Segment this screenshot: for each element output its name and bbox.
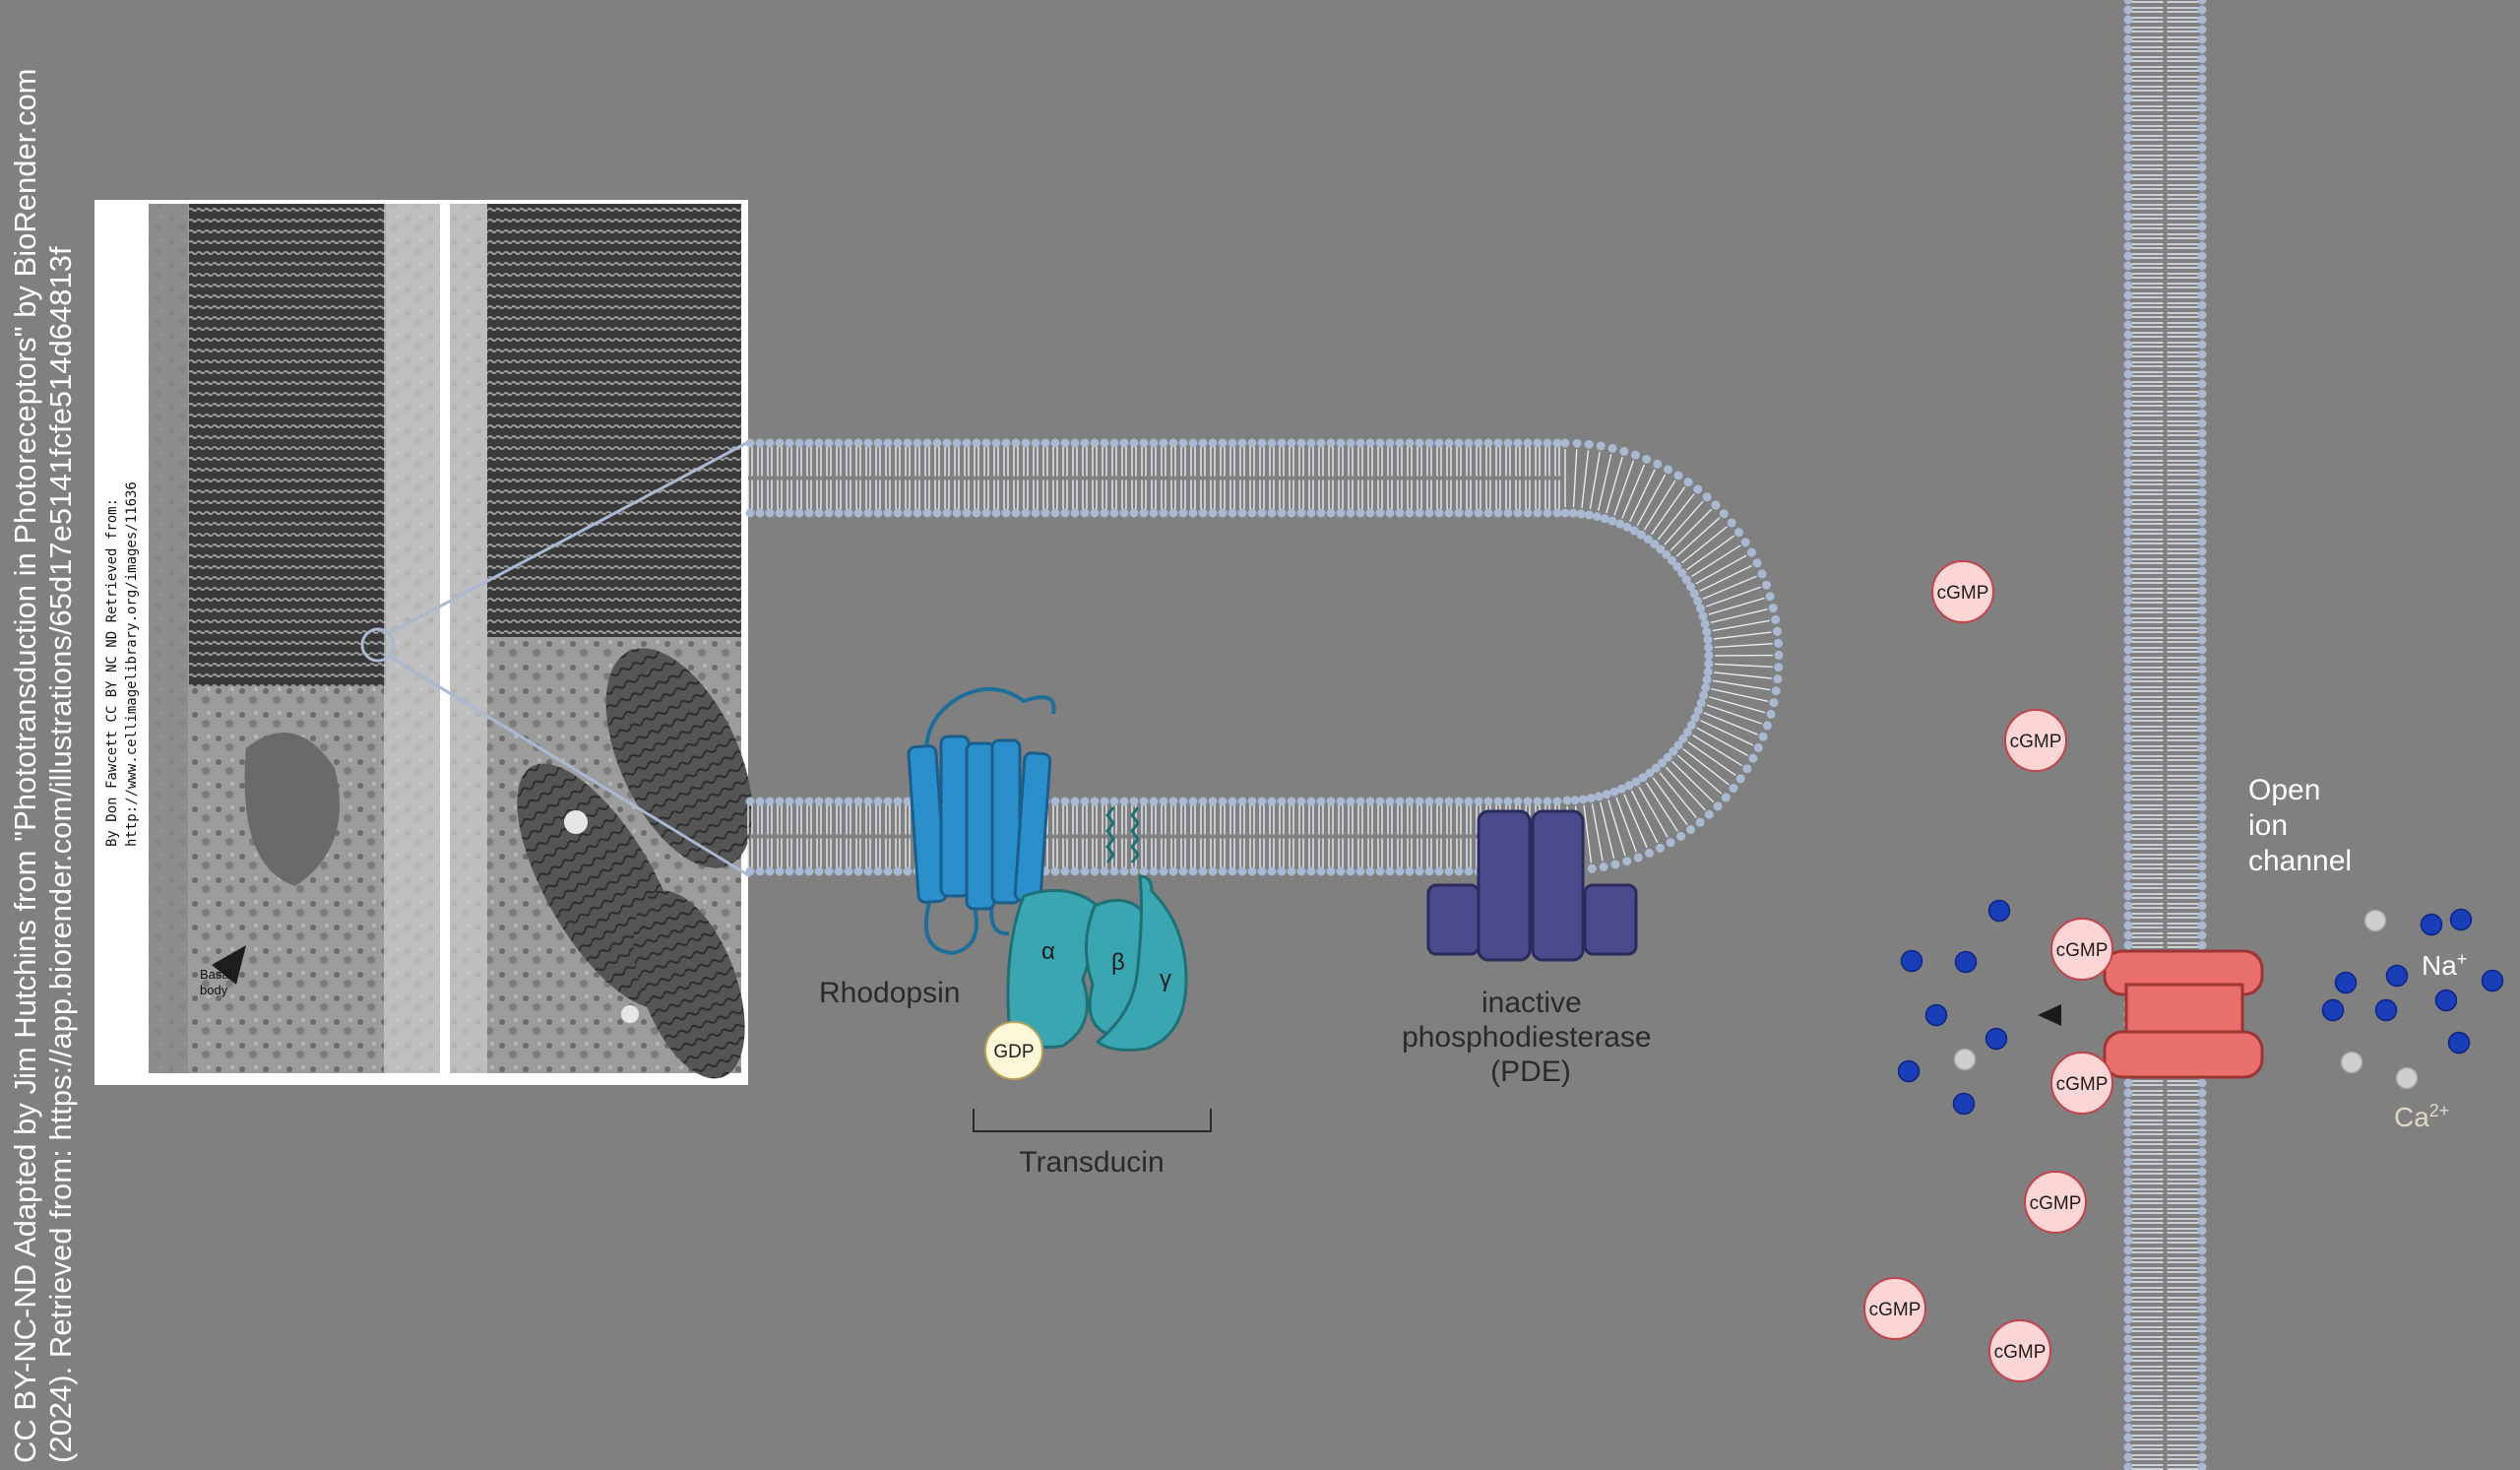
- plasma-membrane: [2123, 0, 2207, 1470]
- sodium-ion: [1897, 1059, 1921, 1083]
- pde-label: inactive phosphodiesterase (PDE): [1402, 987, 1660, 1088]
- sodium-ion: [1987, 899, 2011, 923]
- cgmp-molecule: cGMP: [1988, 1319, 2051, 1382]
- cgmp-molecule: cGMP: [2024, 1171, 2087, 1234]
- zoom-circle: [360, 627, 396, 663]
- rhodopsin: [907, 686, 1056, 956]
- zoom-line-bottom: [389, 655, 751, 878]
- cgmp-molecule: cGMP: [2004, 709, 2067, 772]
- ion-channel: [2103, 949, 2264, 1079]
- sodium-ion: [2447, 1031, 2471, 1055]
- cgmp-molecule: cGMP: [1863, 1277, 1926, 1340]
- cgmp-label: cGMP: [1869, 1300, 1922, 1320]
- sodium-ion: [1924, 1003, 1948, 1027]
- basal-body-label: Basal body: [200, 967, 235, 997]
- calcium-ion: [2395, 1066, 2419, 1090]
- sodium-ion: [2434, 989, 2458, 1012]
- calcium-ion: [2363, 909, 2387, 932]
- gdp-molecule: [984, 1021, 1043, 1080]
- sodium-ion: [2321, 998, 2345, 1022]
- cgmp-label: cGMP: [2030, 1193, 2082, 1214]
- sodium-ion: [1900, 949, 1923, 973]
- cgmp-molecule: cGMP: [2050, 1052, 2113, 1115]
- cgmp-label: cGMP: [1994, 1342, 2047, 1363]
- sodium-ion: [1954, 950, 1978, 974]
- cgmp-label: cGMP: [2056, 940, 2109, 961]
- transducin-label: Transducin: [1019, 1146, 1164, 1179]
- micrograph-panel-right: [450, 204, 753, 1079]
- cgmp-label: cGMP: [2056, 1074, 2109, 1095]
- attribution-text: CC BY-NC-ND Adapted by Jim Hutchins from…: [8, 68, 78, 1463]
- cgmp-molecule: cGMP: [1931, 560, 1994, 623]
- transducin-alpha: [1006, 888, 1100, 1050]
- ions: [1897, 899, 2504, 1116]
- disc-membrane: [745, 438, 1784, 876]
- sodium-label: Na+: [2422, 949, 2467, 981]
- phosphodiesterase: [1426, 809, 1638, 962]
- transducin: α β γ GDP: [984, 806, 1188, 1080]
- rhodopsin-label: Rhodopsin: [819, 977, 960, 1009]
- calcium-ion: [2340, 1051, 2363, 1074]
- sodium-ion: [2374, 998, 2398, 1022]
- zoom-line-top: [389, 439, 751, 635]
- cgmp-label: cGMP: [1937, 583, 1989, 604]
- calcium-label: Ca2+: [2394, 1101, 2449, 1132]
- sodium-ion: [1984, 1027, 2008, 1051]
- channel-label: Open ion channel: [2248, 774, 2352, 877]
- ion-flow-arrow: [2038, 1004, 2402, 1026]
- sodium-ion: [1952, 1092, 1976, 1116]
- sodium-ion: [2449, 908, 2473, 931]
- gamma-label: γ: [1160, 966, 1171, 992]
- electron-micrograph: By Don Fawcett CC BY NC ND Retrieved fro…: [94, 200, 753, 1085]
- sodium-ion: [2334, 971, 2358, 994]
- sodium-ion: [2385, 964, 2409, 988]
- sodium-ion: [2420, 913, 2443, 936]
- cgmp-molecules: cGMP cGMP cGMP cGMP cGMP cGMP cGMP: [1863, 560, 2113, 1382]
- cgmp-label: cGMP: [2010, 732, 2062, 752]
- transducin-gamma: [1095, 874, 1188, 1052]
- micrograph-panel-left: [149, 204, 440, 1073]
- transducin-bracket: [973, 1109, 1212, 1132]
- beta-label: β: [1111, 949, 1125, 976]
- calcium-ion: [1953, 1048, 1977, 1071]
- cgmp-molecule: cGMP: [2050, 918, 2113, 981]
- alpha-label: α: [1041, 938, 1055, 965]
- micrograph-credit: By Don Fawcett CC BY NC ND Retrieved fro…: [104, 481, 140, 847]
- gdp-label: GDP: [993, 1042, 1034, 1062]
- sodium-ion: [2481, 969, 2504, 992]
